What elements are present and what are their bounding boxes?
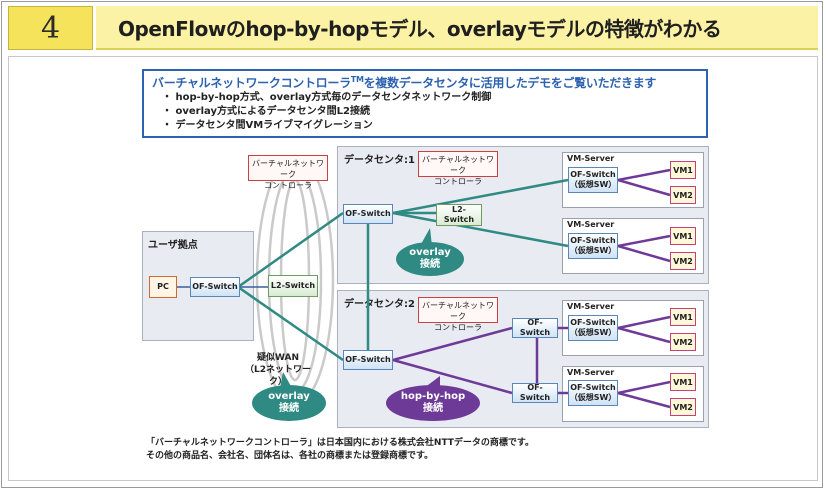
link-vsw-vm xyxy=(617,234,671,248)
controller-box-dc1: バーチャルネットワーク コントローラ xyxy=(418,151,498,186)
page-title: OpenFlowのhop-by-hopモデル、overlayモデルの特徴がわかる xyxy=(96,6,818,50)
footnote-line1: 「バーチャルネットワークコントローラ」は日本国内における株式会社NTTデータの商… xyxy=(146,438,535,448)
link-dc2-hop-a xyxy=(392,326,513,362)
wan-label: 疑似WAN （L2ネットワーク） xyxy=(243,352,313,388)
hop-by-hop-bubble: hop-by-hop 接続 xyxy=(386,385,480,421)
virtual-switch: OF-Switch （仮想SW） xyxy=(568,233,618,259)
controller-label-line1: バーチャルネットワーク xyxy=(422,155,494,175)
trademark-footnote: 「バーチャルネットワークコントローラ」は日本国内における株式会社NTTデータの商… xyxy=(146,437,534,463)
dc2-of-switch: OF-Switch xyxy=(343,350,393,370)
vm-node: VM1 xyxy=(670,308,696,326)
link-dc1-vsw-b xyxy=(392,211,569,248)
vm-node: VM1 xyxy=(670,227,696,245)
vsw-line2: （仮想SW） xyxy=(569,328,617,337)
vm-node: VM1 xyxy=(670,373,696,391)
virtual-switch: OF-Switch （仮想SW） xyxy=(568,315,618,341)
link-dc1-vsw-a xyxy=(392,178,569,215)
bubble-line2: 接続 xyxy=(423,403,443,414)
controller-label-line1: バーチャルネットワーク xyxy=(422,301,494,321)
controller-label-line2: コントローラ xyxy=(434,323,482,332)
link-wan-dc2 xyxy=(237,285,344,362)
demo-bullet: ・ hop-by-hop方式、overlay方式毎のデータセンタネットワーク制御 xyxy=(162,92,492,103)
demo-title-main: バーチャルネットワークコントローラ xyxy=(152,76,351,90)
wan-label-line1: 疑似WAN xyxy=(256,353,300,363)
link-vsw-vm xyxy=(617,244,671,263)
datacenter-1-label: データセンタ:1 xyxy=(344,155,415,166)
bubble-line2: 接続 xyxy=(279,403,299,414)
link-vsw-vm xyxy=(617,391,671,409)
link-dc2-hop-b xyxy=(392,358,513,395)
dc1-l2-switch: L2-Switch xyxy=(436,204,482,226)
vsw-line1: OF-Switch xyxy=(570,170,616,179)
user-site-label: ユーザ拠点 xyxy=(148,240,198,251)
footnote-line2: その他の商品名、会社名、団体名は、各社の商標または登録商標です。 xyxy=(146,451,434,461)
vsw-line2: （仮想SW） xyxy=(569,180,617,189)
vsw-line1: OF-Switch xyxy=(570,383,616,392)
content-frame xyxy=(8,56,818,481)
dc2-hop-switch-a: OF-Switch xyxy=(512,318,558,338)
wan-l2-switch: L2-Switch xyxy=(268,275,318,297)
controller-label-line2: コントローラ xyxy=(434,177,482,186)
vm-server-label: VM-Server xyxy=(567,302,615,311)
vm-node: VM2 xyxy=(670,398,696,416)
user-of-switch: OF-Switch xyxy=(190,277,240,297)
link-vsw-vm xyxy=(617,168,671,182)
vm-node: VM2 xyxy=(670,333,696,351)
controller-label-line2: コントローラ xyxy=(264,181,312,190)
dc1-of-switch: OF-Switch xyxy=(343,204,393,224)
vsw-line1: OF-Switch xyxy=(570,236,616,245)
demo-title: バーチャルネットワークコントローラTMを複数データセンタに活用したデモをご覧いた… xyxy=(152,74,698,91)
vm-node: VM2 xyxy=(670,252,696,270)
wan-label-line2: （L2ネットワーク） xyxy=(245,365,311,387)
controller-box-dc2: バーチャルネットワーク コントローラ xyxy=(418,297,498,332)
bubble-line2: 接続 xyxy=(420,259,440,270)
demo-bullet: ・ overlay方式によるデータセンタ間L2接続 xyxy=(162,106,371,117)
pc-node: PC xyxy=(149,276,177,298)
link-vsw-vm xyxy=(617,380,671,395)
bubble-line1: overlay xyxy=(409,247,451,258)
controller-label-line1: バーチャルネットワーク xyxy=(252,159,324,179)
link-vsw-vm xyxy=(617,326,671,344)
controller-box-wan: バーチャルネットワーク コントローラ xyxy=(248,155,328,190)
vm-node: VM2 xyxy=(670,186,696,204)
trademark-mark: TM xyxy=(350,75,364,84)
demo-description-box: バーチャルネットワークコントローラTMを複数データセンタに活用したデモをご覧いた… xyxy=(142,69,708,138)
vm-node: VM1 xyxy=(670,161,696,179)
vm-server-label: VM-Server xyxy=(567,220,615,229)
link-vsw-vm xyxy=(617,178,671,197)
demo-bullet: ・ データセンタ間VMライブマイグレーション xyxy=(162,120,373,131)
overlay-bubble-dc1: overlay 接続 xyxy=(396,242,464,276)
section-number: 4 xyxy=(8,6,93,50)
vsw-line2: （仮想SW） xyxy=(569,246,617,255)
link-wan-dc1 xyxy=(237,211,344,289)
vm-server-label: VM-Server xyxy=(567,368,615,377)
demo-title-rest: を複数データセンタに活用したデモをご覧いただきます xyxy=(363,76,657,90)
virtual-switch: OF-Switch （仮想SW） xyxy=(568,380,618,406)
vm-server-label: VM-Server xyxy=(567,154,615,163)
datacenter-2-label: データセンタ:2 xyxy=(344,299,415,310)
overlay-bubble-wan: overlay 接続 xyxy=(252,385,326,421)
virtual-switch: OF-Switch （仮想SW） xyxy=(568,167,618,193)
bubble-line1: hop-by-hop xyxy=(400,391,466,402)
link-vsw-vm xyxy=(617,315,671,330)
vsw-line1: OF-Switch xyxy=(570,318,616,327)
bubble-line1: overlay xyxy=(268,391,310,402)
dc2-hop-switch-b: OF-Switch xyxy=(512,383,558,403)
vsw-line2: （仮想SW） xyxy=(569,393,617,402)
